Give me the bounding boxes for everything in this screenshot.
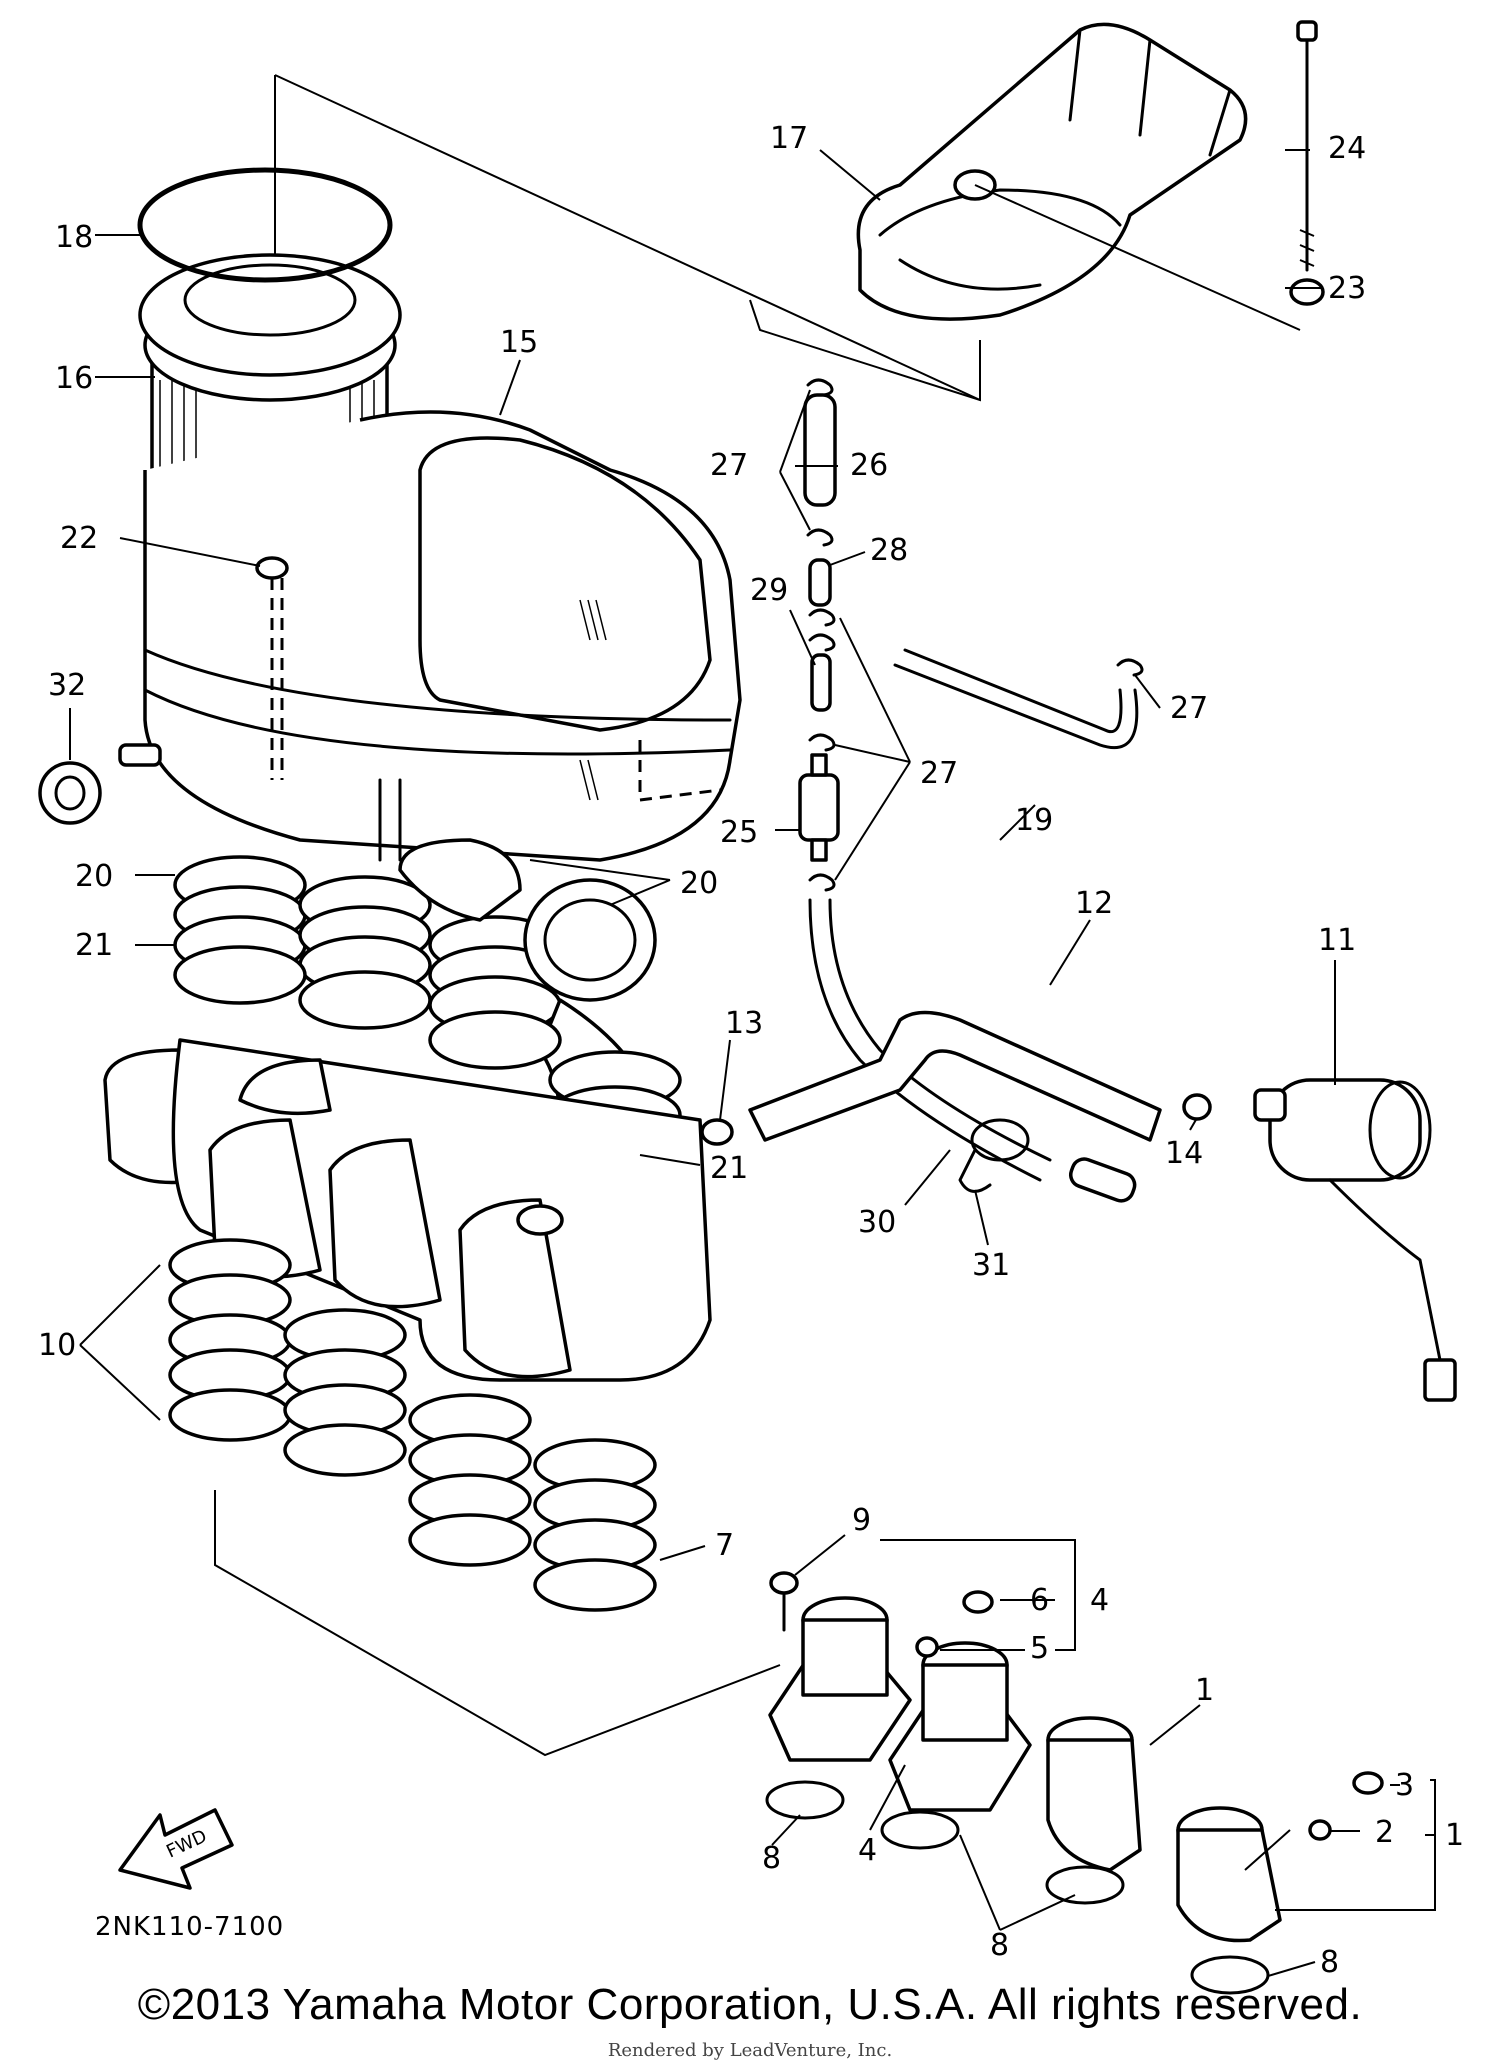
callout-27b: 27 [920,756,958,791]
callout-14: 14 [1165,1136,1203,1171]
washer-2 [1308,1819,1332,1841]
callout-8a: 8 [762,1841,781,1876]
callout-8b: 8 [990,1928,1009,1963]
callout-25: 25 [720,815,758,850]
callout-28: 28 [870,533,908,568]
callout-6: 6 [1030,1583,1049,1618]
callout-29: 29 [750,573,788,608]
intake-manifold-1 [1046,1716,1282,1943]
callout-26: 26 [850,448,888,483]
diagram-code: 2NK110-7100 [95,1912,284,1942]
screw-22 [255,556,289,780]
callout-20a: 20 [75,859,113,894]
callout-9: 9 [852,1503,871,1538]
callout-8c: 8 [1320,1945,1339,1980]
callout-10: 10 [38,1328,76,1363]
callout-numbers: 18 16 15 17 24 23 22 32 20 21 20 21 27 2… [38,121,1464,1980]
callout-13: 13 [725,1006,763,1041]
nut-14 [1182,1093,1212,1121]
callout-27a: 27 [710,448,748,483]
bolt-24 [1296,20,1318,272]
callout-2: 2 [1375,1815,1394,1850]
callout-16: 16 [55,361,93,396]
callout-11: 11 [1318,923,1356,958]
callout-3: 3 [1395,1768,1414,1803]
callout-5: 5 [1030,1631,1049,1666]
nut-23 [1289,278,1325,306]
screw-9 [769,1571,799,1632]
callout-21b: 21 [710,1151,748,1186]
callout-24: 24 [1328,131,1366,166]
carburetor-assembly [103,1038,712,1382]
fuel-hose-12 [748,1010,1162,1142]
carburetor-joints-10 [168,1238,532,1567]
forward-arrow-icon: FWD [118,1808,234,1890]
carburetor-joint-4 [768,1596,1032,1812]
callout-4a: 4 [1090,1583,1109,1618]
callout-27c: 27 [1170,691,1208,726]
hose-clips-27 [806,378,1144,892]
callout-4b: 4 [858,1833,877,1868]
callout-22: 22 [60,521,98,556]
fuel-hose-19 [893,648,1139,750]
clip-13 [700,1118,734,1146]
clamp-31 [958,1118,1030,1193]
fuel-hose-26 [803,393,837,507]
fuel-pump-11 [1253,1078,1457,1402]
screw-3 [1352,1771,1384,1795]
callout-31: 31 [972,1248,1010,1283]
o-ring-18 [137,167,393,283]
callout-19: 19 [1015,803,1053,838]
callout-30: 30 [858,1205,896,1240]
callout-12: 12 [1075,886,1113,921]
callout-1b: 1 [1445,1818,1464,1853]
air-box-case-15 [118,410,742,862]
carburetor-joint-7 [533,1438,657,1612]
washer-5 [915,1636,939,1658]
callout-20b: 20 [680,866,718,901]
copyright-notice: ©2013 Yamaha Motor Corporation, U.S.A. A… [137,1980,1363,2029]
screw-6 [962,1590,994,1614]
air-duct-cover-17 [856,22,1248,321]
callout-18: 18 [55,220,93,255]
callout-32: 32 [48,668,86,703]
fuel-pipe-28 [808,558,832,712]
callout-21a: 21 [75,928,113,963]
callout-23: 23 [1328,271,1366,306]
grommet-32 [38,761,102,825]
callout-7: 7 [715,1528,734,1563]
callout-17: 17 [770,121,808,156]
rendered-by-note: Rendered by LeadVenture, Inc. [607,2040,893,2061]
fuel-filter-25 [798,753,840,862]
callout-1a: 1 [1195,1673,1214,1708]
leader-lines [69,149,1436,1977]
callout-15: 15 [500,325,538,360]
